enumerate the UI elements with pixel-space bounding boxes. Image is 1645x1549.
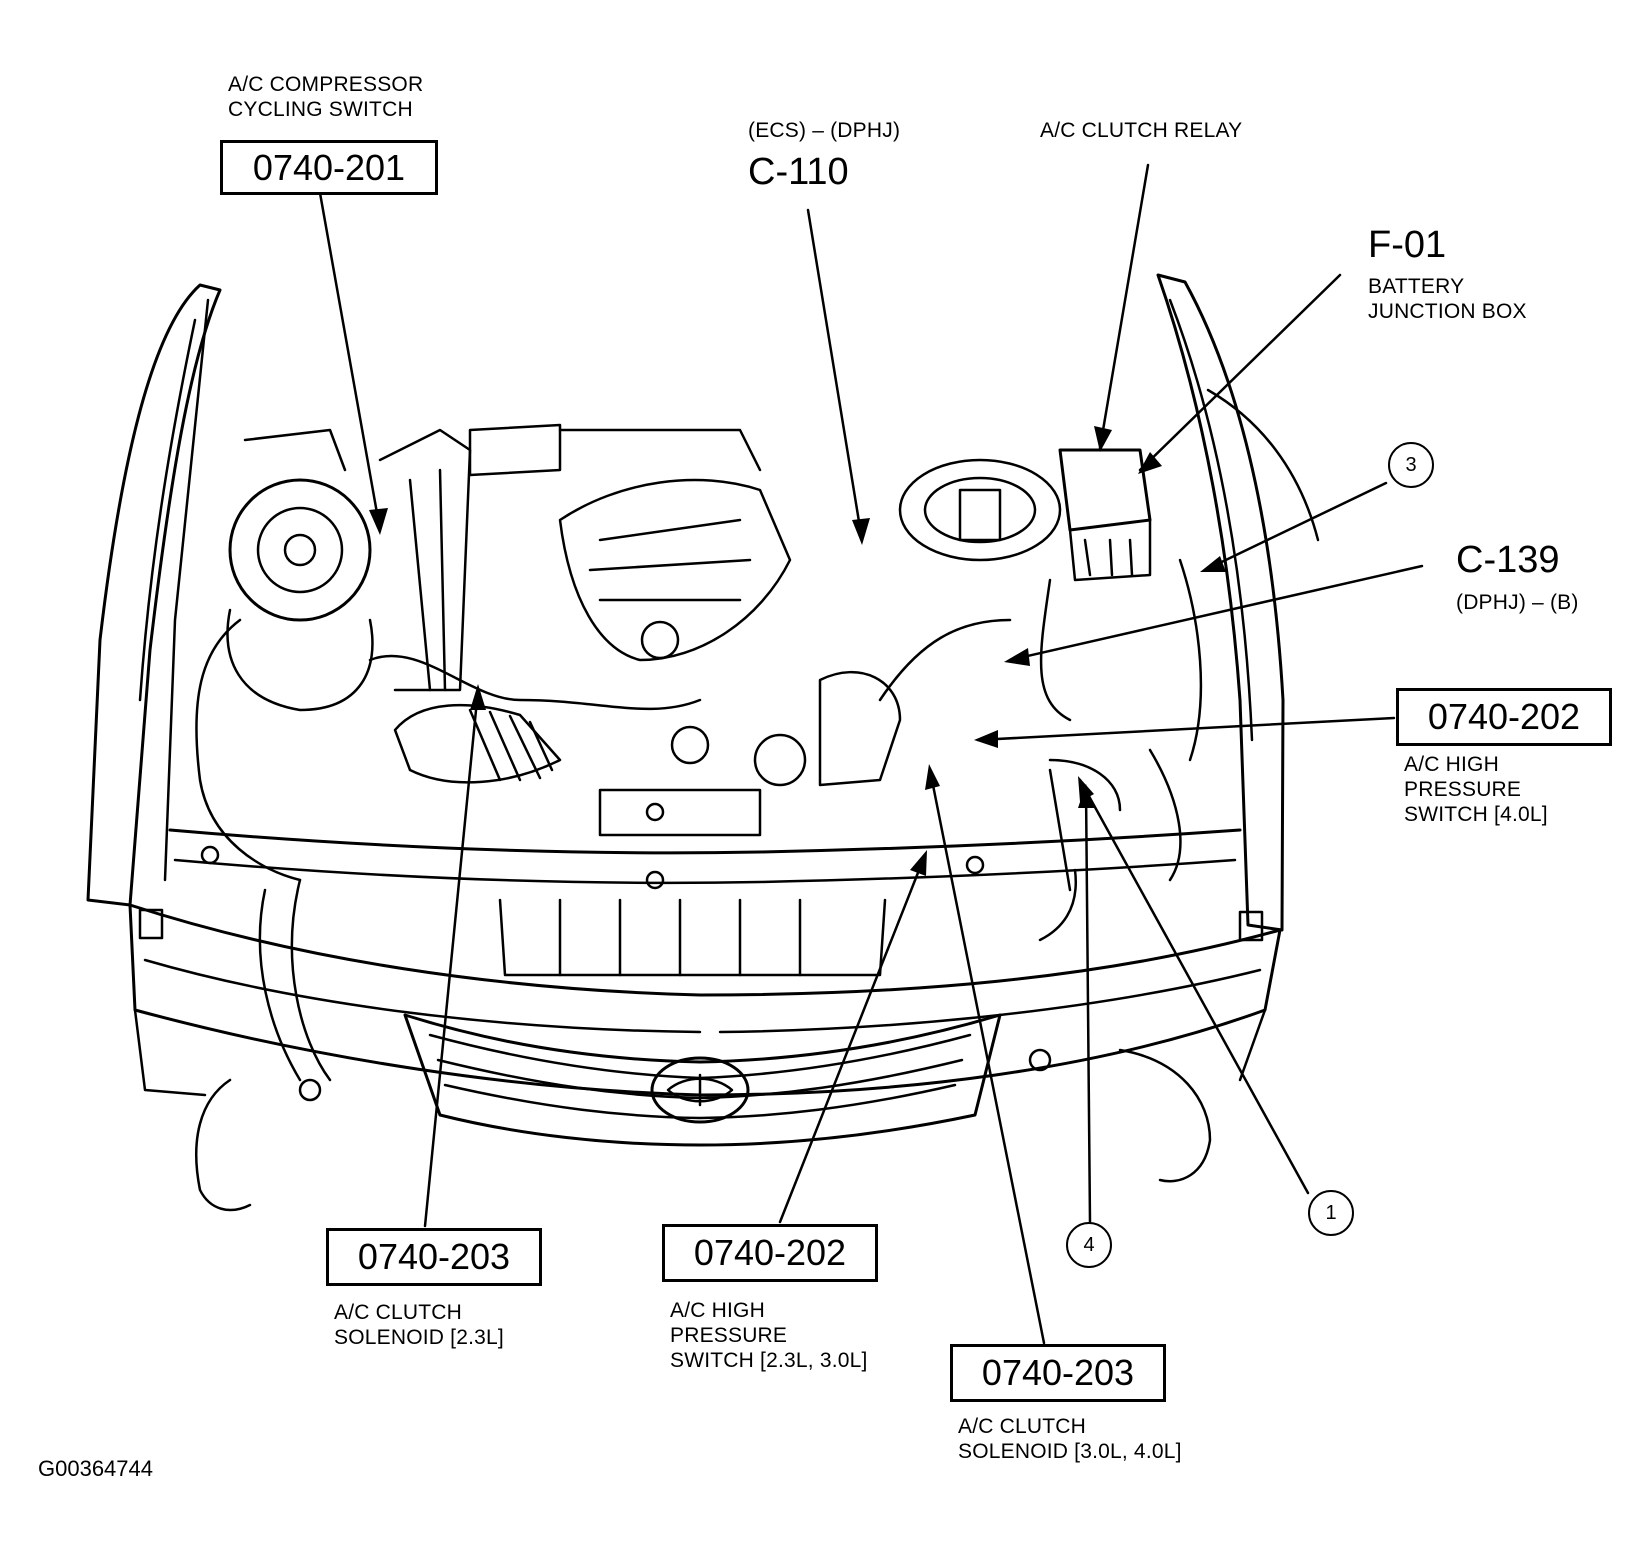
grille	[403, 1013, 1002, 1147]
right-fender	[1156, 273, 1320, 932]
c110-subtitle: (ECS) – (DPHJ)	[748, 119, 901, 142]
high-pressure-switch-2330l-label: A/C HIGH PRESSURE SWITCH [2.3L, 3.0L]	[670, 1299, 868, 1372]
high-pressure-switch-4l-code-box: 0740-202	[1396, 688, 1612, 746]
compressor-cycling-switch-label: A/C COMPRESSOR CYCLING SWITCH	[228, 73, 424, 121]
arrowheads	[369, 426, 1226, 876]
air-intake	[393, 423, 762, 784]
engine-block	[558, 478, 902, 837]
compressor-cycling-switch-code-box: 0740-201	[220, 140, 438, 195]
clutch-solenoid-3040l-code-box: 0740-203	[950, 1344, 1166, 1402]
c139-connector-code: C-139	[1456, 539, 1560, 581]
radiator-support	[168, 828, 1242, 977]
leader-lines	[318, 163, 1424, 1345]
clutch-solenoid-3040l-label: A/C CLUTCH SOLENOID [3.0L, 4.0L]	[958, 1415, 1182, 1463]
clutch-solenoid-23l-code-box: 0740-203	[326, 1228, 542, 1286]
battery-junction-box-label: BATTERY JUNCTION BOX	[1368, 275, 1527, 323]
callout-4: 4	[1066, 1222, 1112, 1268]
clutch-relay-label: A/C CLUTCH RELAY	[1040, 119, 1243, 142]
hoses-and-harness	[138, 558, 1264, 1212]
callout-3: 3	[1388, 442, 1434, 488]
left-fender	[86, 283, 222, 907]
high-pressure-switch-2330l-code-box: 0740-202	[662, 1224, 878, 1282]
figure-id: G00364744	[38, 1456, 153, 1481]
f01-code: F-01	[1368, 224, 1447, 266]
brake-booster	[898, 458, 1062, 562]
callout-1: 1	[1308, 1190, 1354, 1236]
high-pressure-switch-4l-label: A/C HIGH PRESSURE SWITCH [4.0L]	[1404, 753, 1548, 826]
c110-connector-code: C-110	[748, 151, 849, 193]
battery-junction-box-drawing	[1039, 448, 1152, 722]
front-bumper	[128, 903, 1282, 1097]
c139-subtitle: (DPHJ) – (B)	[1456, 591, 1579, 614]
compressor-assembly	[226, 428, 472, 712]
clutch-solenoid-23l-label: A/C CLUTCH SOLENOID [2.3L]	[334, 1301, 504, 1349]
